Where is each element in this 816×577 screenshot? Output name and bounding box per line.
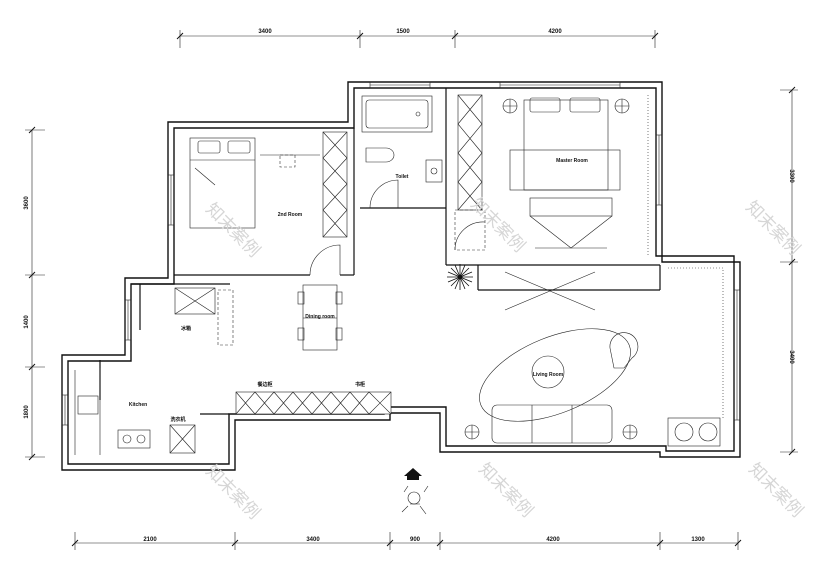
bed	[523, 99, 609, 191]
watermark: 知末案例	[466, 194, 528, 256]
pillow-icon	[529, 97, 561, 113]
bed	[189, 137, 256, 229]
pillow-icon	[197, 140, 221, 154]
dim-left-1: 3600	[24, 196, 30, 210]
rug	[479, 328, 631, 422]
entrance-icon	[404, 468, 422, 480]
exterior-walls	[61, 81, 741, 471]
sofa	[491, 404, 613, 444]
tv-bench	[529, 197, 613, 217]
room-label-dining: Dining room	[305, 314, 335, 320]
dim-right-2: 3400	[788, 350, 794, 364]
washer-unit	[667, 417, 721, 447]
coffee-table	[531, 355, 565, 389]
label-cabinet-1: 餐边柜	[256, 381, 272, 388]
watermark: 知末案例	[474, 459, 536, 521]
room-label-living: Living Room	[533, 372, 564, 378]
dim-bottom-4: 4200	[546, 537, 560, 543]
dim-bottom-5: 1300	[691, 537, 705, 543]
living-room: Living Room	[464, 267, 724, 447]
dim-left-2: 1400	[24, 315, 30, 329]
plant-icon	[447, 264, 473, 290]
dimension-ticks	[28, 32, 796, 547]
armchair-icon	[609, 332, 639, 369]
stove-icon	[117, 429, 151, 449]
label-fridge: 冰箱	[181, 325, 191, 332]
long-cabinet: 餐边柜 书柜	[235, 381, 392, 415]
sink-icon	[425, 159, 443, 183]
watermarks: 知末案例 知末案例 知末案例 知末案例 知末案例 知末案例	[201, 194, 806, 523]
room-label-toilet: Toilet	[396, 174, 409, 180]
label-washer: 洗衣机	[170, 416, 185, 423]
toilet-room: Toilet	[361, 95, 443, 209]
pillow-icon	[569, 97, 601, 113]
person-icon	[401, 485, 429, 515]
dim-bottom-2: 3400	[306, 537, 320, 543]
dim-top-2: 1500	[396, 29, 410, 35]
tv-projection	[504, 271, 596, 311]
wardrobe	[457, 94, 483, 211]
room-label-master: Master Room	[556, 158, 588, 164]
watermark: 知末案例	[201, 199, 263, 261]
dim-bottom-1: 2100	[143, 537, 157, 543]
pillow-icon	[227, 140, 251, 154]
dim-left-3: 1800	[24, 405, 30, 419]
dim-top-3: 4200	[548, 29, 562, 35]
toilet-icon	[365, 147, 395, 163]
master-room: Master Room	[454, 94, 649, 255]
watermark: 知末案例	[201, 461, 263, 523]
watermark: 知末案例	[744, 459, 806, 521]
room-label-kitchen: Kitchen	[129, 402, 147, 408]
room-label-2nd: 2nd Room	[278, 212, 303, 218]
dim-bottom-3: 900	[410, 537, 421, 543]
wardrobe	[322, 131, 348, 238]
interior-walls	[99, 88, 661, 415]
dim-top-1: 3400	[258, 29, 272, 35]
desk-icon	[279, 154, 296, 168]
dining-area: Dining room	[297, 284, 343, 351]
dimension-lines	[25, 30, 798, 550]
dining-table	[302, 284, 338, 351]
label-cabinet-2: 书柜	[355, 381, 365, 388]
bathtub	[361, 95, 433, 133]
watermark: 知末案例	[741, 197, 803, 259]
bedroom-2: 2nd Room	[189, 131, 348, 276]
windows	[61, 81, 741, 426]
sink-icon	[77, 395, 99, 415]
kitchen-area: 冰箱 Kitchen 洗衣机	[74, 287, 234, 455]
dim-right-1: 3300	[788, 169, 794, 183]
